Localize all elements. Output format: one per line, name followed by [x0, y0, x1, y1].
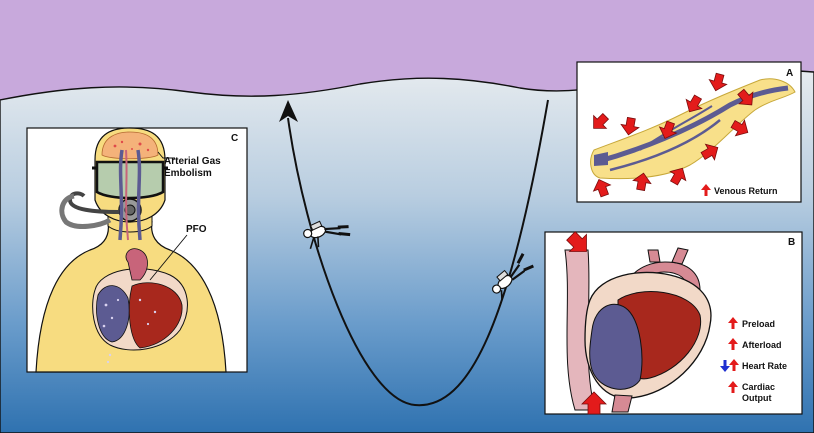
- pfo-label: PFO: [186, 224, 207, 235]
- preload-label: Preload: [742, 319, 775, 329]
- arterial-gas-embolism-label-line2: Embolism: [164, 168, 212, 179]
- cardiac-output-label-line1: Cardiac: [742, 382, 775, 392]
- panel-c-embolism: C: [27, 128, 247, 372]
- heart-rate-label: Heart Rate: [742, 361, 787, 371]
- panel-a-venous-return: A Venous Return: [577, 62, 801, 202]
- cardiac-output-label-line2: Output: [742, 393, 772, 403]
- venous-return-label: Venous Return: [714, 186, 778, 196]
- panel-c-letter: C: [231, 133, 238, 144]
- panel-b-heart: B Preload Afterload Heart Rate: [545, 227, 802, 414]
- arterial-gas-embolism-label-line1: Arterial Gas: [164, 156, 221, 167]
- panel-b-letter: B: [788, 237, 795, 248]
- afterload-label: Afterload: [742, 340, 782, 350]
- panel-a-letter: A: [786, 68, 793, 79]
- dive-mask-icon: [92, 162, 168, 198]
